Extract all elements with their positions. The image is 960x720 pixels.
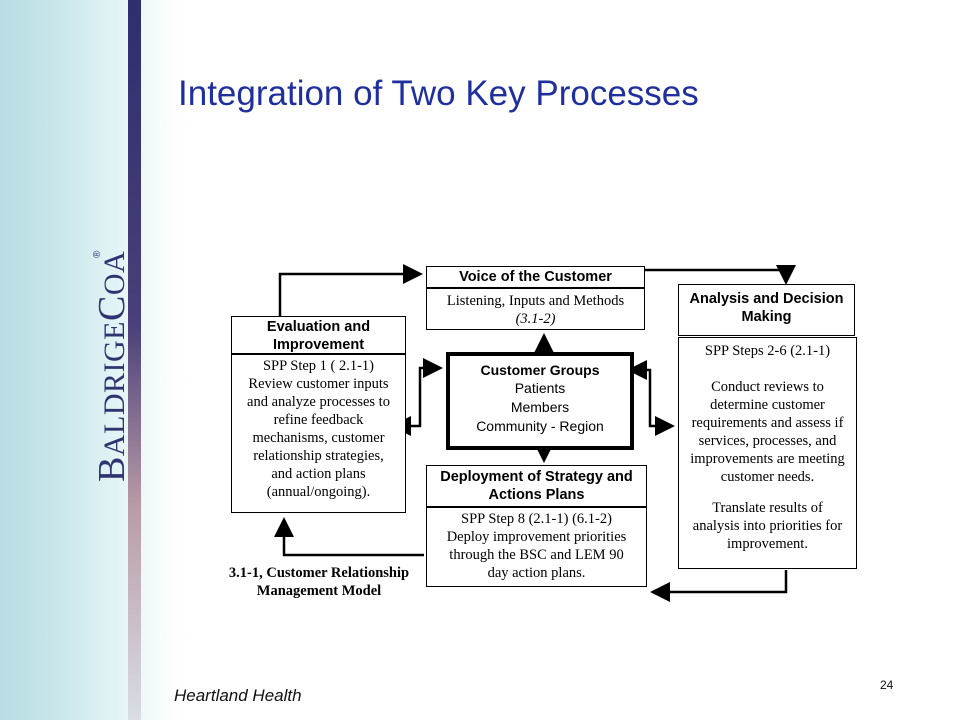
deployment-header-line-1: Deployment of Strategy and [440,469,633,485]
deployment-line: day action plans. [487,565,586,581]
arrow-deployment-to-eval [274,517,424,557]
registered-mark: ® [92,250,103,258]
baldrigecoach-logo: BALDRIGECOACH ® [91,250,133,482]
analysis-line: SPP Steps 2-6 (2.1-1) [704,343,831,359]
vertical-accent-bar [128,0,141,720]
analysis-line [679,486,856,499]
voice-of-customer-header-box: Voice of the Customer [426,266,645,288]
arrow-eval-groups [391,358,443,436]
analysis-line: requirements and assess if [691,415,844,431]
page-number: 24 [880,678,894,692]
voice-line-1: Listening, Inputs and Methods [446,293,625,309]
diagram-caption: 3.1-1, Customer Relationship Management … [216,564,422,600]
voice-of-customer-body-box: Listening, Inputs and Methods (3.1-2) [426,288,645,330]
voice-line-2: (3.1-2) [515,311,556,327]
arrow-groups-analysis [627,360,675,436]
arrow-voice-to-analysis [645,265,796,285]
evaluation-line: SPP Step 1 ( 2.1-1) [262,358,375,374]
slide-title: Integration of Two Key Processes [178,74,699,113]
evaluation-header-line-1: Evaluation and [266,319,371,335]
evaluation-header-box: Evaluation and Improvement [231,316,406,354]
analysis-line: analysis into priorities for [692,518,843,534]
analysis-body-box: SPP Steps 2-6 (2.1-1) Conduct reviews to… [678,337,857,569]
customer-groups-box: Customer Groups Patients Members Communi… [446,352,634,450]
analysis-header-box: Analysis and Decision Making [678,284,855,336]
analysis-line: improvement. [727,536,808,552]
voice-of-customer-header: Voice of the Customer [459,269,612,285]
analysis-line: Translate results of [712,500,823,516]
analysis-header-line-1: Analysis and Decision [689,291,844,307]
deployment-line: SPP Step 8 (2.1-1) (6.1-2) [461,511,612,527]
analysis-line [679,360,856,378]
arrow-eval-to-voice [278,264,423,316]
caption-line-1: 3.1-1, Customer Relationship [228,565,410,581]
caption-line-2: Management Model [256,583,382,599]
analysis-line: improvements are meeting [690,451,845,467]
evaluation-line: Review customer inputs [248,376,389,392]
evaluation-line: relationship strategies, [253,448,384,464]
analysis-line: determine customer [710,397,825,413]
analysis-line: customer needs. [720,469,815,485]
deployment-header-box: Deployment of Strategy and Actions Plans [426,465,647,507]
evaluation-header-line-2: Improvement [272,337,365,353]
deployment-line: Deploy improvement priorities [446,529,627,545]
evaluation-line: mechanisms, customer [252,430,385,446]
evaluation-line: and analyze processes to [247,394,390,410]
evaluation-line: and action plans [271,466,366,482]
customer-group-item: Patients [514,380,566,396]
analysis-header-line-2: Making [741,309,792,325]
deployment-header-line-2: Actions Plans [488,487,585,503]
customer-group-item: Community - Region [476,418,604,434]
evaluation-line: refine feedback [273,412,364,428]
customer-group-item: Members [510,399,570,415]
left-gradient-band [0,0,180,720]
evaluation-body-box: SPP Step 1 ( 2.1-1) Review customer inpu… [231,354,406,513]
analysis-line: Conduct reviews to [711,379,824,395]
deployment-line: through the BSC and LEM 90 [449,547,624,563]
arrow-analysis-to-deployment [650,570,788,602]
logo-text: BALDRIGECOACH [91,250,133,482]
footer-organization: Heartland Health [174,686,302,705]
evaluation-line: (annual/ongoing). [266,484,371,500]
deployment-body-box: SPP Step 8 (2.1-1) (6.1-2) Deploy improv… [426,507,647,587]
customer-groups-header: Customer Groups [480,362,600,378]
analysis-line: services, processes, and [698,433,837,449]
